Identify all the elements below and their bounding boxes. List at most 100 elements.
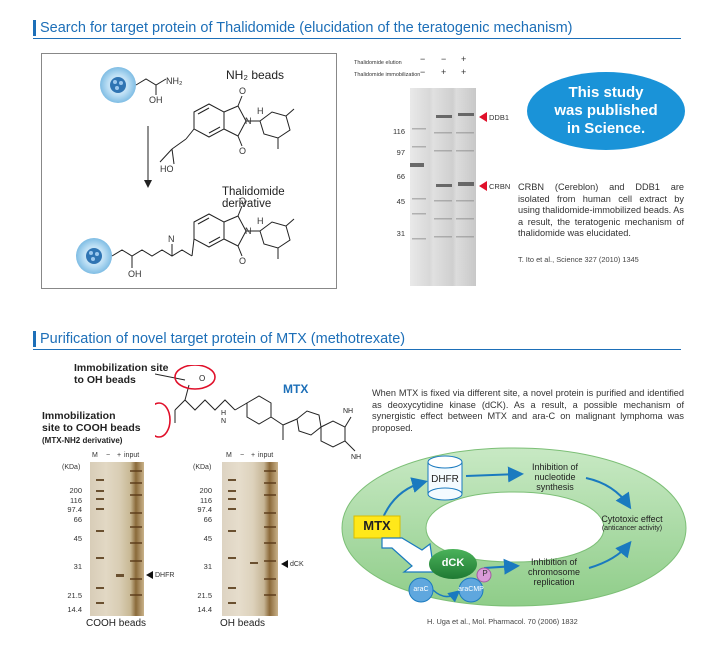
oh-group-label: OH <box>149 95 163 105</box>
diagram-dck-label: dCK <box>441 557 465 569</box>
diagram-inhibition-replication: Inhibition of chromosome replication <box>527 557 581 587</box>
mtx-description: When MTX is fixed via different site, a … <box>372 388 684 433</box>
immobilization-cooh-label: Immobilization site to COOH beads <box>42 410 141 434</box>
gel-row1-mark-2: − <box>441 54 447 64</box>
gel-right-marker-66: 66 <box>203 515 212 524</box>
gel-left-marker-974: 97.4 <box>67 505 82 514</box>
gel-left-kda: (KDa) <box>62 464 81 471</box>
gel-right-marker-200: 200 <box>199 486 212 495</box>
diagram-arac-label: araC <box>413 586 429 593</box>
o-label-4: O <box>239 256 247 266</box>
science-publication-bubble: This study was published in Science. <box>527 72 685 150</box>
section2-title-bar <box>33 331 36 347</box>
section1-rule <box>33 38 681 39</box>
oh-gel-image <box>222 462 278 616</box>
gel-right-marker-31: 31 <box>203 562 212 571</box>
dck-band-label: dCK <box>290 561 304 568</box>
immobilization-cooh-sublabel: (MTX-NH2 derivative) <box>42 436 123 445</box>
gel-right-lane-m: M <box>226 452 232 459</box>
diagram-inhibition-synthesis: Inhibition of nucleotide synthesis <box>531 462 579 492</box>
diagram-aracmp-label: araCMP <box>458 586 484 593</box>
gel-left-marker-200: 200 <box>69 486 82 495</box>
gel-left-marker-116: 116 <box>70 496 82 505</box>
immobilization-oh-label: Immobilization site to OH beads <box>74 362 169 386</box>
n-label-2: N <box>245 226 252 236</box>
gel-row1-mark-1: − <box>420 54 426 64</box>
mechanism-diagram <box>341 447 687 607</box>
ddb1-label: DDB1 <box>489 113 510 122</box>
h-label-2: H <box>257 216 264 226</box>
mw-marker-66: 66 <box>396 172 405 181</box>
oh-beads-caption: OH beads <box>220 618 266 629</box>
diagram-cytotoxic: Cytotoxic effect <box>601 514 663 524</box>
gel-row1-mark-3: + <box>461 54 467 64</box>
svg-text:N: N <box>221 418 226 425</box>
crbn-arrow-icon <box>479 181 487 191</box>
n-label-bottom: N <box>168 234 175 244</box>
gel-right-lane-minus: − <box>240 452 245 459</box>
gel-left-lane-minus: − <box>106 452 111 459</box>
nh2-beads-label: NH₂ beads <box>226 68 285 82</box>
mw-marker-45: 45 <box>396 197 405 206</box>
thalidomide-description: CRBN (Cereblon) and DDB1 are isolated fr… <box>518 182 684 239</box>
gel-left-lane-plus: + <box>117 452 122 459</box>
diagram-dhfr-label: DHFR <box>431 474 459 485</box>
o-label-2: O <box>239 146 247 156</box>
dhfr-band-label: DHFR <box>155 572 175 579</box>
oh-group-label-bottom: OH <box>128 269 142 279</box>
svg-text:O: O <box>199 374 205 383</box>
o-label-3: O <box>239 196 247 206</box>
section2-rule <box>33 349 681 350</box>
svg-text:H: H <box>221 410 226 417</box>
crbn-label: CRBN <box>489 182 511 191</box>
dhfr-arrow-icon <box>146 571 153 579</box>
gel-left-lane-input: input <box>124 452 140 459</box>
diagram-mtx-label: MTX <box>363 518 391 533</box>
section1-title: Search for target protein of Thalidomide… <box>40 20 573 36</box>
gel-right-lane-plus: + <box>251 452 256 459</box>
thalidomide-derivative-label: Thalidomide derivative <box>222 186 285 210</box>
gel-right-lane-input: input <box>258 452 274 459</box>
gel-header-row2-label: Thalidomide immobilization <box>354 72 421 78</box>
gel-left-marker-144: 14.4 <box>67 605 82 614</box>
gel-right-kda: (KDa) <box>193 464 212 471</box>
section2-title: Purification of novel target protein of … <box>40 331 406 347</box>
mw-marker-97: 97 <box>396 148 405 157</box>
gel-row2-mark-3: + <box>461 67 467 77</box>
mtx-reference: H. Uga et al., Mol. Pharmacol. 70 (2006)… <box>427 617 578 626</box>
thalidomide-reference: T. Ito et al., Science 327 (2010) 1345 <box>518 255 639 264</box>
diagram-anticancer: (anticancer activity) <box>601 525 663 532</box>
gel-left-marker-45: 45 <box>73 534 82 543</box>
mw-marker-31: 31 <box>396 229 405 238</box>
gel-row2-mark-1: − <box>420 67 426 77</box>
cooh-beads-caption: COOH beads <box>86 618 147 629</box>
bead-icon-top <box>100 67 136 103</box>
thalidomide-scheme-box: NH₂ beads NH₂ OH O O N H HO Thalidomide … <box>41 53 337 289</box>
diagram-p-label: P <box>482 569 488 578</box>
gel-right-marker-45: 45 <box>203 534 212 543</box>
ddb1-arrow-icon <box>479 112 487 122</box>
thalidomide-gel-image <box>410 88 476 286</box>
o-label-1: O <box>239 86 247 96</box>
nh2-group-label: NH₂ <box>166 76 183 86</box>
gel-right-marker-116: 116 <box>200 496 212 505</box>
gel-left-marker-66: 66 <box>73 515 82 524</box>
gel-header-row1-label: Thalidomide elution <box>354 60 402 66</box>
gel-right-marker-974: 97.4 <box>197 505 212 514</box>
dck-arrow-icon <box>281 560 288 568</box>
gel-left-marker-215: 21.5 <box>67 591 82 600</box>
svg-text:NH: NH <box>343 408 353 415</box>
dhfr-cylinder-icon <box>427 455 463 501</box>
mtx-title: MTX <box>283 382 309 396</box>
n-label-1: N <box>245 116 252 126</box>
ho-label: HO <box>160 164 174 174</box>
mtx-structure: O H N NH NH <box>155 365 361 461</box>
svg-text:NH: NH <box>351 454 361 461</box>
thalidomide-scheme <box>76 67 295 274</box>
cooh-gel-image <box>90 462 144 616</box>
gel-right-marker-144: 14.4 <box>197 605 212 614</box>
section1-title-bar <box>33 20 36 36</box>
h-label-1: H <box>257 106 264 116</box>
gel-left-lane-m: M <box>92 452 98 459</box>
bead-icon-bottom <box>76 238 112 274</box>
